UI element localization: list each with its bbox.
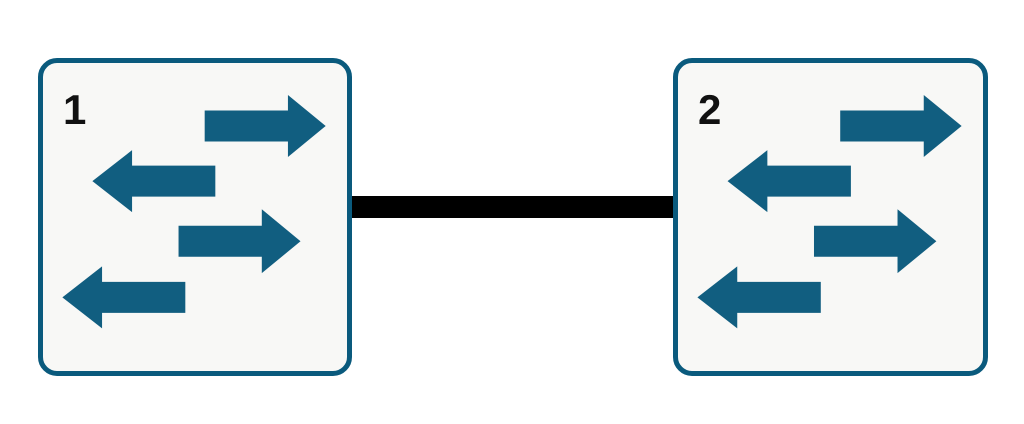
switch-node-1[interactable]: 1 xyxy=(38,58,352,376)
arrow-left-2 xyxy=(62,266,186,329)
arrow-left-2 xyxy=(697,266,821,329)
arrow-left-1 xyxy=(727,150,851,213)
link-node1-node2[interactable] xyxy=(350,196,675,218)
node-label-1: 1 xyxy=(63,86,86,133)
arrow-left-1 xyxy=(92,150,216,213)
arrow-right-1 xyxy=(840,94,962,157)
arrow-right-1 xyxy=(204,94,326,157)
switch-node-2[interactable]: 2 xyxy=(673,58,988,376)
node-label-2: 2 xyxy=(698,86,721,133)
arrow-right-2 xyxy=(813,209,937,274)
network-switch-icon xyxy=(697,94,962,329)
network-switch-icon xyxy=(62,94,326,329)
arrow-right-2 xyxy=(178,209,301,274)
